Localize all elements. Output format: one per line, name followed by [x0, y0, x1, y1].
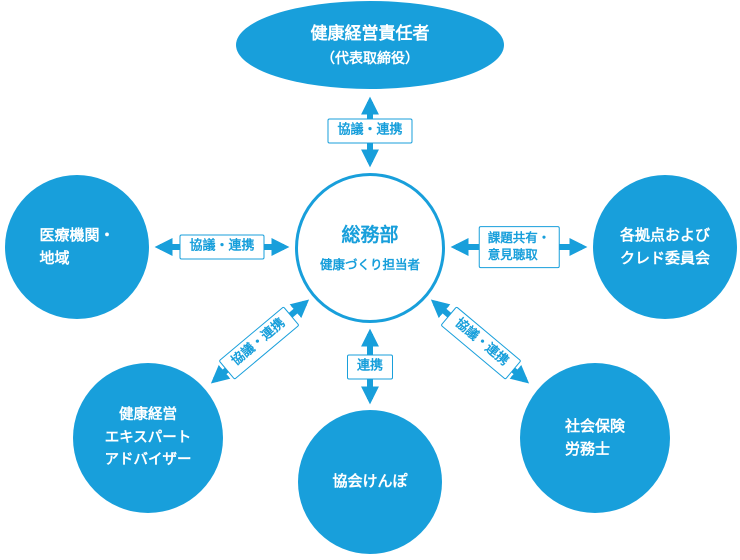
node-general-affairs-dept-text: 総務部 健康づくり担当者 — [320, 223, 420, 274]
connector-label-bottom-center: 連携 — [346, 354, 394, 380]
connector-label-left: 協議・連携 — [179, 234, 265, 260]
node-label-line1: 医療機関・ — [39, 225, 115, 244]
node-labor-consultant-text: 社会保険 労務士 — [565, 415, 625, 462]
node-labor-consultant: 社会保険 労務士 — [520, 363, 670, 513]
node-label-line2: クレド委員会 — [619, 249, 710, 267]
node-label-line2: 労務士 — [564, 440, 610, 458]
node-kyokai-kenpo: 協会けんぽ — [298, 410, 442, 554]
connector-label-top: 協議・連携 — [327, 118, 413, 144]
node-medical-institutions-region: 医療機関・ 地域 — [5, 175, 149, 319]
node-label-line1: 協会けんぽ — [332, 472, 408, 491]
node-health-management-officer-text: 健康経営責任者 （代表取締役） — [311, 20, 430, 70]
node-health-management-officer: 健康経営責任者 （代表取締役） — [236, 1, 504, 89]
connector-label-right: 課題共有・ 意見聴取 — [478, 226, 560, 268]
node-kyokai-kenpo-text: 協会けんぽ — [332, 470, 407, 493]
node-label-line1: 各拠点および — [619, 225, 710, 244]
node-label-line1: 健康経営 — [119, 407, 177, 424]
node-label-line1: 社会保険 — [564, 416, 625, 435]
node-label-title: 健康経営責任者 — [310, 24, 430, 45]
node-label-line2: エキスパート — [104, 429, 192, 446]
node-medical-institutions-region-text: 医療機関・ 地域 — [39, 224, 114, 271]
connector-label-right-line1: 課題共有・ — [487, 230, 551, 246]
node-general-affairs-dept: 総務部 健康づくり担当者 — [295, 173, 445, 323]
node-label-title: 総務部 — [341, 223, 399, 246]
node-expert-advisor: 健康経営 エキスパート アドバイザー — [73, 363, 223, 513]
node-label-subtitle: （代表取締役） — [321, 50, 419, 67]
node-label-line3: アドバイザー — [104, 452, 192, 469]
node-label-subtitle: 健康づくり担当者 — [319, 257, 420, 273]
node-expert-advisor-text: 健康経営 エキスパート アドバイザー — [105, 404, 192, 471]
node-label-line2: 地域 — [39, 249, 70, 267]
node-sites-credo-committee-text: 各拠点および クレド委員会 — [620, 224, 710, 271]
node-sites-credo-committee: 各拠点および クレド委員会 — [593, 175, 737, 319]
connector-label-right-line2: 意見聴取 — [487, 247, 538, 262]
